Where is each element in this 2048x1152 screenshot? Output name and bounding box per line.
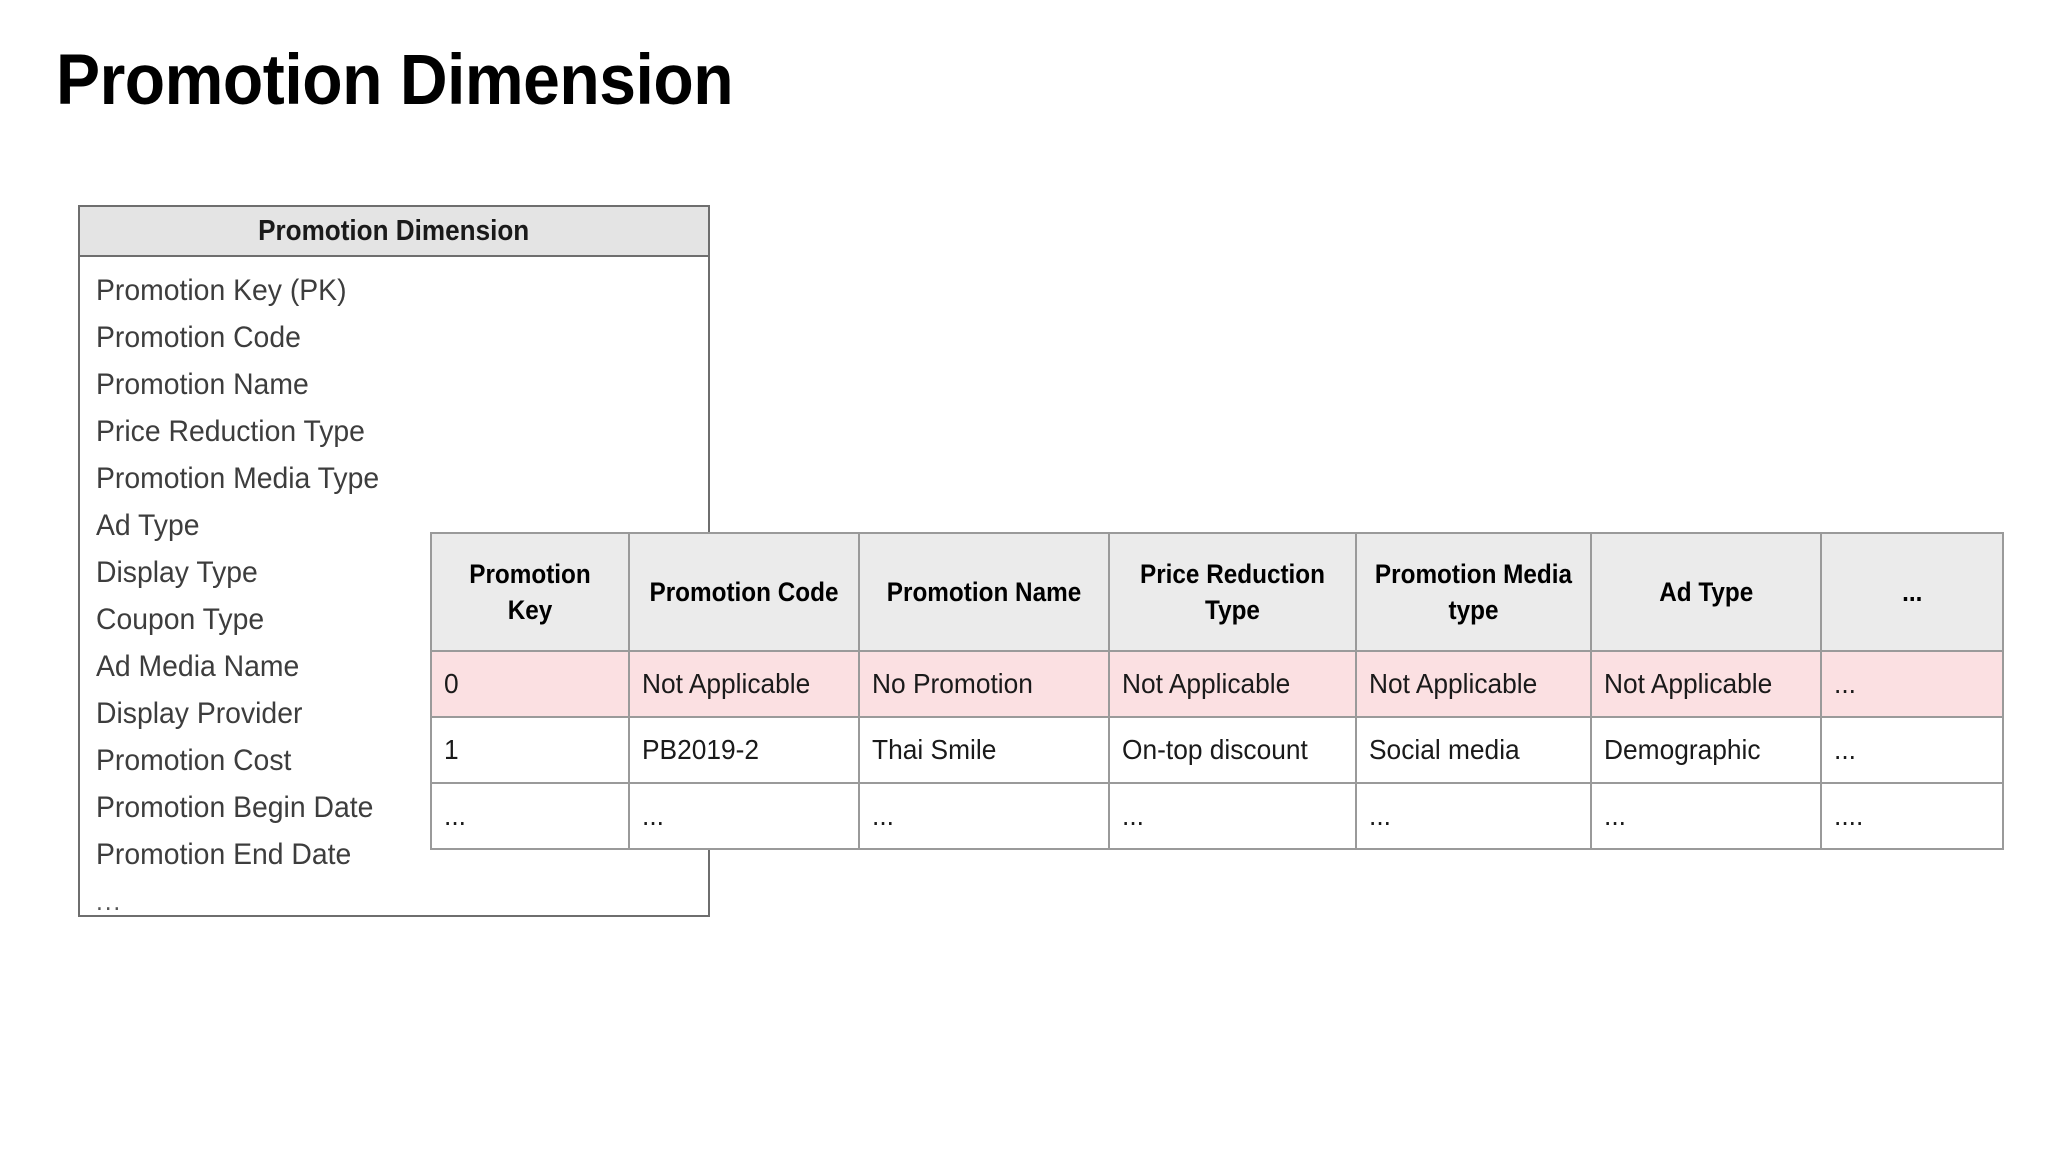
table-cell: ... [430, 782, 630, 850]
cell-text: ... [1122, 800, 1144, 832]
column-header-promotion-media-type: Promotion Media type [1355, 532, 1592, 652]
column-header-label: Promotion Name [886, 576, 1082, 607]
cell-text: PB2019-2 [642, 734, 760, 766]
entity-attribute: Display Type [96, 556, 258, 589]
cell-text: ... [1834, 668, 1856, 700]
entity-attribute-list: Promotion Key (PK) Promotion Code Promot… [80, 257, 708, 925]
table-cell: Not Applicable [1108, 650, 1357, 718]
cell-text: ... [642, 800, 664, 832]
cell-text: No Promotion [872, 668, 1033, 700]
table-cell: .... [1820, 782, 2004, 850]
table-cell: Social media [1355, 716, 1592, 784]
cell-text: ... [1369, 800, 1391, 832]
table-cell: On-top discount [1108, 716, 1357, 784]
column-header-promotion-code: Promotion Code [628, 532, 860, 652]
cell-text: ... [1604, 800, 1626, 832]
entity-attribute: Ad Media Name [96, 650, 300, 683]
table-cell: ... [1820, 650, 2004, 718]
column-header-promotion-name: Promotion Name [858, 532, 1110, 652]
table-cell: Not Applicable [1355, 650, 1592, 718]
entity-box-title: Promotion Dimension [258, 214, 530, 247]
entity-attribute: Promotion Key (PK) [96, 274, 347, 307]
entity-attribute: Display Provider [96, 697, 303, 730]
table-cell: Not Applicable [628, 650, 860, 718]
column-header-promotion-key: Promotion Key [430, 532, 630, 652]
table-cell: Demographic [1590, 716, 1822, 784]
cell-text: On-top discount [1122, 734, 1308, 766]
column-header-label: ... [1901, 576, 1923, 607]
table-header-row-group: Promotion Key Promotion Code Promotion N… [430, 532, 2004, 652]
cell-text: Demographic [1604, 734, 1761, 766]
entity-attribute: Promotion Cost [96, 744, 292, 777]
column-header-price-reduction-type: Price Reduction Type [1108, 532, 1357, 652]
entity-attribute-ellipsis: ... [96, 886, 123, 916]
table-cell: ... [858, 782, 1110, 850]
promotion-sample-data-table: Promotion Key Promotion Code Promotion N… [430, 532, 2004, 850]
entity-attribute: Promotion End Date [96, 838, 352, 871]
entity-attribute: Coupon Type [96, 603, 265, 636]
table-cell: 1 [430, 716, 630, 784]
entity-attribute: Promotion Media Type [96, 462, 380, 495]
column-header-label: Promotion Code [649, 576, 839, 607]
table-cell: ... [1820, 716, 2004, 784]
cell-text: ... [1834, 734, 1856, 766]
entity-attribute: Promotion Name [96, 368, 309, 401]
cell-text: ... [872, 800, 894, 832]
table-cell: ... [1355, 782, 1592, 850]
table-row: ... ... ... ... ... ... .... [430, 782, 2004, 850]
entity-attribute: Promotion Code [96, 321, 301, 354]
entity-attribute: Ad Type [96, 509, 200, 542]
table-cell: Not Applicable [1590, 650, 1822, 718]
table-cell: ... [628, 782, 860, 850]
table-cell: Thai Smile [858, 716, 1110, 784]
table-row: 1 PB2019-2 Thai Smile On-top discount So… [430, 716, 2004, 784]
cell-text: 0 [444, 668, 459, 700]
cell-text: Not Applicable [1604, 668, 1773, 700]
cell-text: Thai Smile [872, 734, 997, 766]
table-cell: PB2019-2 [628, 716, 860, 784]
column-header-more: ... [1820, 532, 2004, 652]
entity-attribute: Price Reduction Type [96, 415, 365, 448]
cell-text: 1 [444, 734, 459, 766]
table-header-row: Promotion Key Promotion Code Promotion N… [430, 532, 2004, 652]
column-header-label: Promotion Key [469, 558, 591, 625]
column-header-ad-type: Ad Type [1590, 532, 1822, 652]
table-cell: No Promotion [858, 650, 1110, 718]
cell-text: Not Applicable [1122, 668, 1291, 700]
table-row: 0 Not Applicable No Promotion Not Applic… [430, 650, 2004, 718]
table-cell: ... [1590, 782, 1822, 850]
cell-text: Social media [1369, 734, 1520, 766]
cell-text: ... [444, 800, 466, 832]
page-title: Promotion Dimension [56, 41, 734, 120]
entity-box-header: Promotion Dimension [80, 207, 708, 257]
cell-text: Not Applicable [1369, 668, 1538, 700]
column-header-label: Ad Type [1658, 576, 1754, 607]
table-body: 0 Not Applicable No Promotion Not Applic… [430, 650, 2004, 850]
entity-attribute: Promotion Begin Date [96, 791, 374, 824]
table-cell: 0 [430, 650, 630, 718]
table-cell: ... [1108, 782, 1357, 850]
column-header-label: Promotion Media type [1374, 558, 1573, 625]
cell-text: .... [1834, 800, 1864, 832]
cell-text: Not Applicable [642, 668, 811, 700]
column-header-label: Price Reduction Type [1139, 558, 1325, 625]
